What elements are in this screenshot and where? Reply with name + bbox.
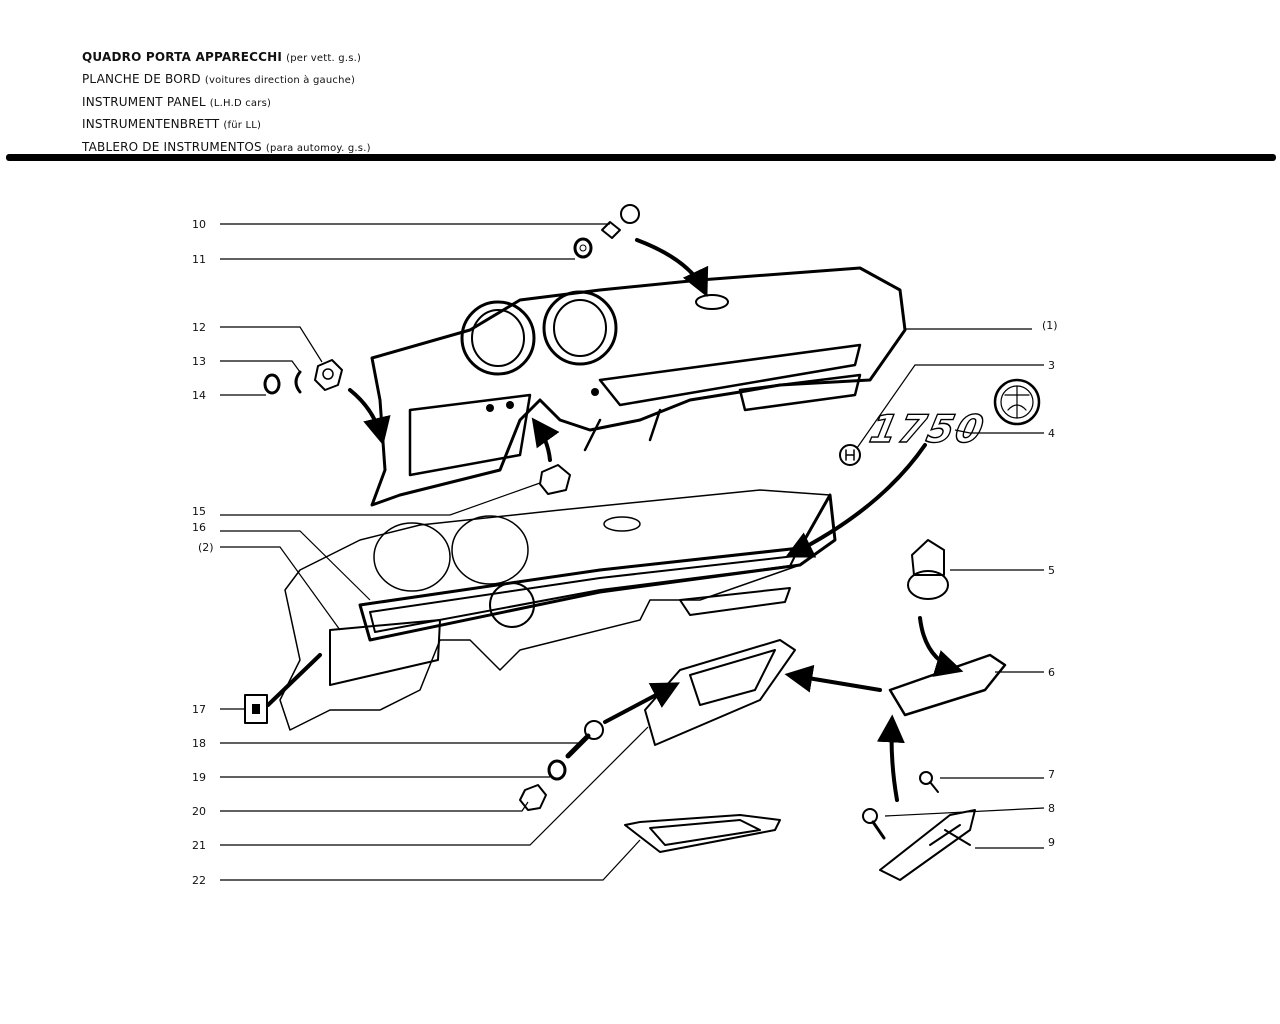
- callout-12: 12: [192, 321, 206, 334]
- washer-part-11: [573, 237, 593, 259]
- callout-14: 14: [192, 389, 206, 402]
- callout-labels: 10 11 12 13 14 (1) 3 4 15 16 (2) 5 6 7 8…: [192, 218, 1058, 887]
- title-line-fr: PLANCHE DE BORD (voitures direction à ga…: [82, 72, 356, 87]
- callout-22: 22: [192, 874, 206, 887]
- clip-part-15: [539, 464, 571, 495]
- hinge-part-9: [879, 809, 976, 881]
- title-line-en: INSTRUMENT PANEL (L.H.D cars): [82, 94, 272, 109]
- lock-washer-part-13: [294, 370, 302, 394]
- switch-part-17: [244, 694, 268, 724]
- callout-10: 10: [192, 218, 206, 231]
- lock-washer-part-19: [547, 759, 567, 781]
- callout-15: 15: [192, 505, 206, 518]
- leader-lines: [220, 223, 1045, 881]
- small-badge-part-3: [839, 444, 861, 466]
- latch-plate-part-6: [888, 653, 1007, 717]
- title-block: QUADRO PORTA APPARECCHI (per vett. g.s.)…: [82, 47, 371, 159]
- callout-2: (2): [198, 541, 214, 554]
- callout-5: 5: [1048, 564, 1055, 577]
- dash-lower-fascia: [279, 489, 837, 731]
- bolt-part-18: [565, 720, 604, 759]
- emblem-badge: [993, 378, 1041, 426]
- callout-1: (1): [1042, 319, 1058, 332]
- callout-9: 9: [1048, 836, 1055, 849]
- nut-part-20: [519, 784, 547, 811]
- lock-part-5: [907, 539, 949, 600]
- glovebox-part-21: [644, 639, 796, 746]
- title-line-es: TABLERO DE INSTRUMENTOS (para automoy. g…: [82, 139, 371, 154]
- callout-19: 19: [192, 771, 206, 784]
- callout-8: 8: [1048, 802, 1055, 815]
- callout-18: 18: [192, 737, 206, 750]
- callout-11: 11: [192, 253, 206, 266]
- badge-1750-text: 1750: [866, 407, 989, 452]
- callout-17: 17: [192, 703, 206, 716]
- bolt-part-10: [601, 204, 640, 239]
- dash-top-padded: [370, 266, 907, 507]
- callout-4: 4: [1048, 427, 1055, 440]
- screw-part-7: [919, 771, 939, 793]
- callout-7: 7: [1048, 768, 1055, 781]
- callout-20: 20: [192, 805, 206, 818]
- badge-1750: 1750: [865, 407, 990, 453]
- title-line-it: QUADRO PORTA APPARECCHI (per vett. g.s.): [82, 50, 362, 64]
- tray-part-22: [624, 814, 781, 853]
- callout-3: 3: [1048, 359, 1055, 372]
- callout-16: 16: [192, 521, 206, 534]
- screw-part-8: [862, 808, 886, 840]
- header-rule: [6, 154, 1276, 161]
- assembly-arrows: [266, 238, 964, 802]
- callout-13: 13: [192, 355, 206, 368]
- title-line-de: INSTRUMENTENBRETT (für LL): [82, 117, 262, 132]
- callout-6: 6: [1048, 666, 1055, 679]
- nut-part-12: [314, 359, 343, 391]
- callout-21: 21: [192, 839, 206, 852]
- washer-part-14: [263, 373, 281, 395]
